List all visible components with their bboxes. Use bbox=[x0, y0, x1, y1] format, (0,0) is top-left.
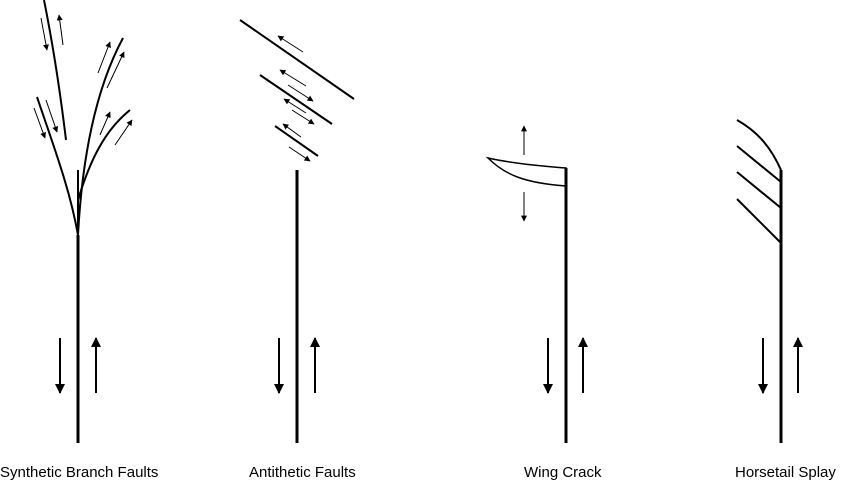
splay-curve bbox=[736, 119, 782, 171]
small-slip-arrow-icon bbox=[106, 51, 125, 89]
caption-horsetail-splay: Horsetail Splay bbox=[735, 464, 836, 481]
caption-antithetic-faults: Antithetic Faults bbox=[249, 464, 356, 481]
antithetic-fault-2 bbox=[259, 74, 333, 125]
panel-antithetic-faults bbox=[239, 19, 355, 443]
small-slip-arrow-icon bbox=[40, 17, 49, 51]
small-slip-arrow-icon bbox=[277, 35, 304, 53]
panel-synthetic-branch-faults bbox=[33, 0, 133, 443]
branch-fault-left-outer bbox=[36, 96, 79, 236]
panel-wing-crack bbox=[485, 125, 588, 443]
small-slip-arrow-icon bbox=[99, 111, 111, 136]
small-slip-arrow-icon bbox=[282, 123, 302, 138]
small-slip-arrow-icon bbox=[114, 119, 133, 146]
small-slip-arrow-icon bbox=[33, 107, 46, 139]
branch-fault-right-inner bbox=[77, 37, 124, 236]
wing-crack-shape bbox=[485, 156, 567, 187]
small-slip-arrow-icon bbox=[56, 14, 64, 46]
caption-wing-crack: Wing Crack bbox=[524, 464, 602, 481]
caption-synthetic-branch-faults: Synthetic Branch Faults bbox=[0, 464, 159, 481]
splay-fault bbox=[736, 198, 782, 244]
small-slip-arrow-icon bbox=[291, 109, 315, 125]
small-slip-arrow-icon bbox=[283, 98, 307, 114]
antithetic-fault-3 bbox=[274, 125, 319, 157]
small-slip-arrow-icon bbox=[287, 84, 314, 102]
small-slip-arrow-icon bbox=[288, 146, 311, 162]
branch-fault-left-upper bbox=[43, 0, 67, 141]
branch-fault-right-lower bbox=[77, 109, 131, 201]
splay-fault bbox=[736, 171, 782, 209]
panel-horsetail-splay bbox=[736, 119, 803, 443]
small-slip-arrow-icon bbox=[45, 99, 59, 133]
small-slip-arrow-icon bbox=[97, 41, 111, 74]
antithetic-fault-1 bbox=[239, 19, 355, 100]
splay-fault bbox=[736, 145, 782, 183]
small-slip-arrow-icon bbox=[279, 69, 307, 87]
